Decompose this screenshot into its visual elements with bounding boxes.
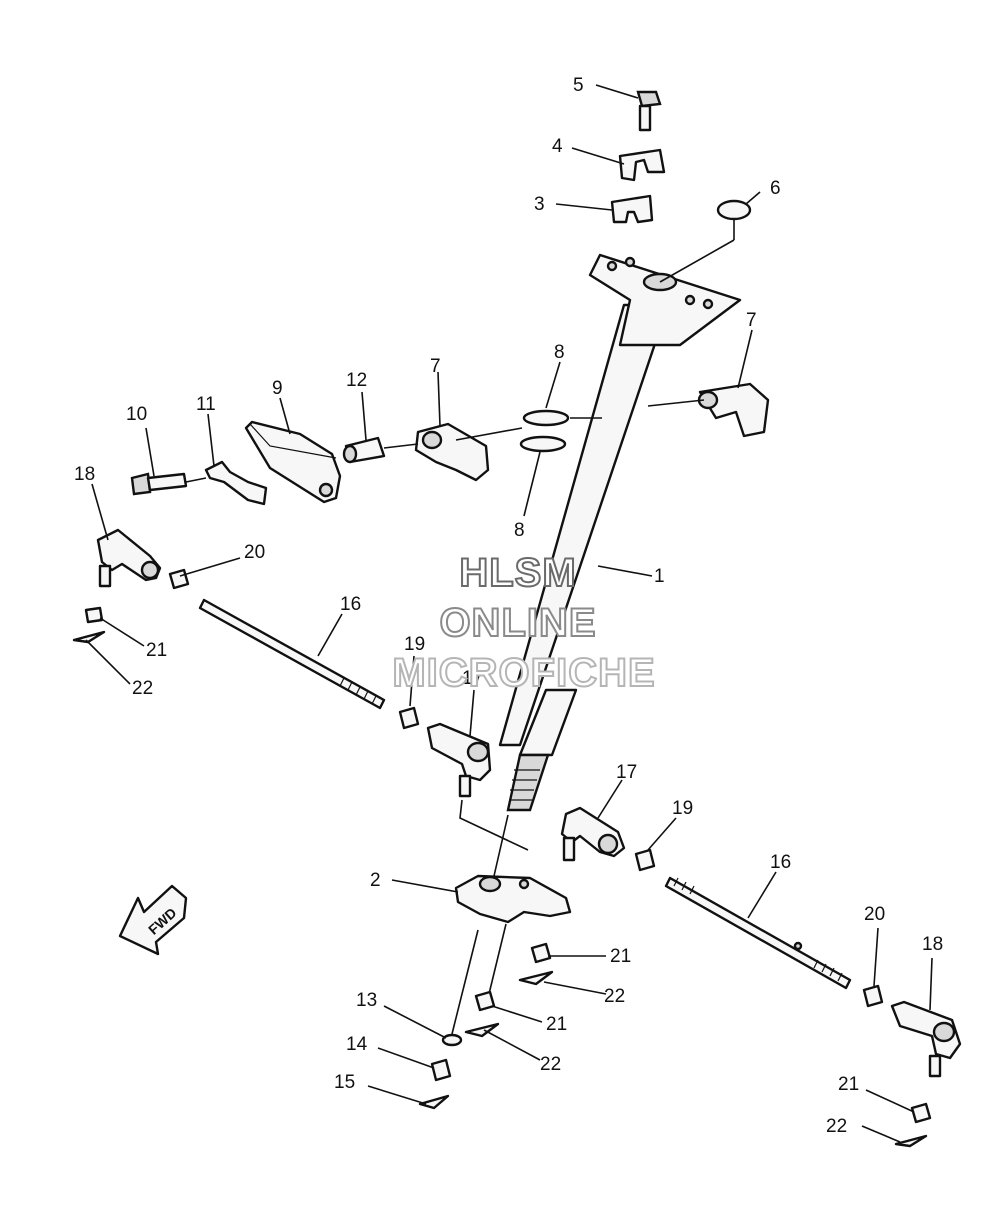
callout-5: 5: [573, 75, 584, 96]
cap[interactable]: [716, 199, 752, 221]
nut-21-left[interactable]: [84, 606, 104, 624]
callout-20-right: 20: [864, 904, 885, 925]
callout-13: 13: [356, 990, 377, 1011]
steering-column[interactable]: [498, 253, 742, 812]
steering-lower-arm[interactable]: [454, 874, 572, 924]
lock-washer[interactable]: [204, 460, 268, 506]
nut-21-arm-right[interactable]: [530, 942, 552, 964]
callout-2: 2: [370, 870, 381, 891]
callout-21-arm-left: 21: [546, 1014, 567, 1035]
nut-14[interactable]: [430, 1058, 452, 1082]
callout-22-right-outer: 22: [826, 1116, 847, 1137]
callout-18-left: 18: [74, 464, 95, 485]
clamp-lower[interactable]: [610, 194, 654, 224]
cotter-pin-22-left[interactable]: [72, 630, 106, 644]
callout-15: 15: [334, 1072, 355, 1093]
watermark-line1: HLSM: [459, 551, 576, 595]
callout-16-left: 16: [340, 594, 361, 615]
circlip-lower[interactable]: [519, 435, 567, 453]
fwd-direction-arrow: FWD: [118, 884, 188, 956]
nut-21-right-outer[interactable]: [910, 1102, 932, 1124]
callout-22-arm-left: 22: [540, 1054, 561, 1075]
washer-13[interactable]: [441, 1033, 463, 1047]
callout-21-left: 21: [146, 640, 167, 661]
callout-16-right: 16: [770, 852, 791, 873]
pitman-arm[interactable]: [244, 420, 342, 504]
tie-rod-end-right-outer[interactable]: [890, 1000, 962, 1078]
nut-19-left[interactable]: [398, 706, 420, 730]
watermark: HLSM ONLINE MICROFICHE: [391, 550, 655, 696]
cotter-pin-22-arm-left[interactable]: [464, 1022, 500, 1038]
callout-21-arm-right: 21: [610, 946, 631, 967]
callout-17-right: 17: [616, 762, 637, 783]
callout-18-right: 18: [922, 934, 943, 955]
callout-19-right: 19: [672, 798, 693, 819]
nut-20-right[interactable]: [862, 984, 884, 1008]
callout-17-left: 17: [462, 668, 483, 689]
callout-3: 3: [534, 194, 545, 215]
callout-7-right: 7: [746, 310, 757, 331]
callout-20-left: 20: [244, 542, 265, 563]
callout-8-lower: 8: [514, 520, 525, 541]
tie-rod-end-left-inner[interactable]: [426, 722, 492, 798]
callout-11: 11: [196, 394, 216, 415]
tie-rod-right[interactable]: [664, 876, 852, 990]
callout-9: 9: [272, 378, 283, 399]
callout-10: 10: [126, 404, 147, 425]
cotter-pin-22-right-outer[interactable]: [894, 1134, 928, 1148]
callout-21-right-outer: 21: [838, 1074, 859, 1095]
circlip-upper[interactable]: [522, 409, 570, 427]
callout-22-left: 22: [132, 678, 153, 699]
clamp-upper[interactable]: [618, 148, 666, 182]
callout-8-upper: 8: [554, 342, 565, 363]
leader-lines: [85, 84, 933, 1143]
cotter-pin-15[interactable]: [418, 1094, 450, 1110]
bolt-left[interactable]: [130, 472, 188, 496]
callout-7-left: 7: [430, 356, 441, 377]
callout-numbers: 5 4 3 6 7 8 8 9 12 7 11 10 18 20 21 22 1…: [74, 75, 943, 1137]
tie-rod-end-right-inner[interactable]: [560, 806, 626, 862]
callout-19-left: 19: [404, 634, 425, 655]
nut-20-left[interactable]: [168, 568, 190, 590]
bolt-top[interactable]: [636, 90, 662, 132]
callout-6: 6: [770, 178, 781, 199]
tie-rod-left[interactable]: [198, 598, 386, 710]
nut-21-arm-left[interactable]: [474, 990, 496, 1012]
callout-14: 14: [346, 1034, 368, 1055]
nut-19-right[interactable]: [634, 848, 656, 872]
callout-22-arm-right: 22: [604, 986, 625, 1007]
tie-rod-end-left-outer[interactable]: [96, 528, 162, 588]
cotter-pin-22-arm-right[interactable]: [518, 970, 554, 986]
callout-4: 4: [552, 136, 563, 157]
callout-1: 1: [654, 566, 665, 587]
watermark-line3: MICROFICHE: [392, 651, 655, 695]
watermark-line2: ONLINE: [439, 601, 596, 645]
callout-12: 12: [346, 370, 367, 391]
